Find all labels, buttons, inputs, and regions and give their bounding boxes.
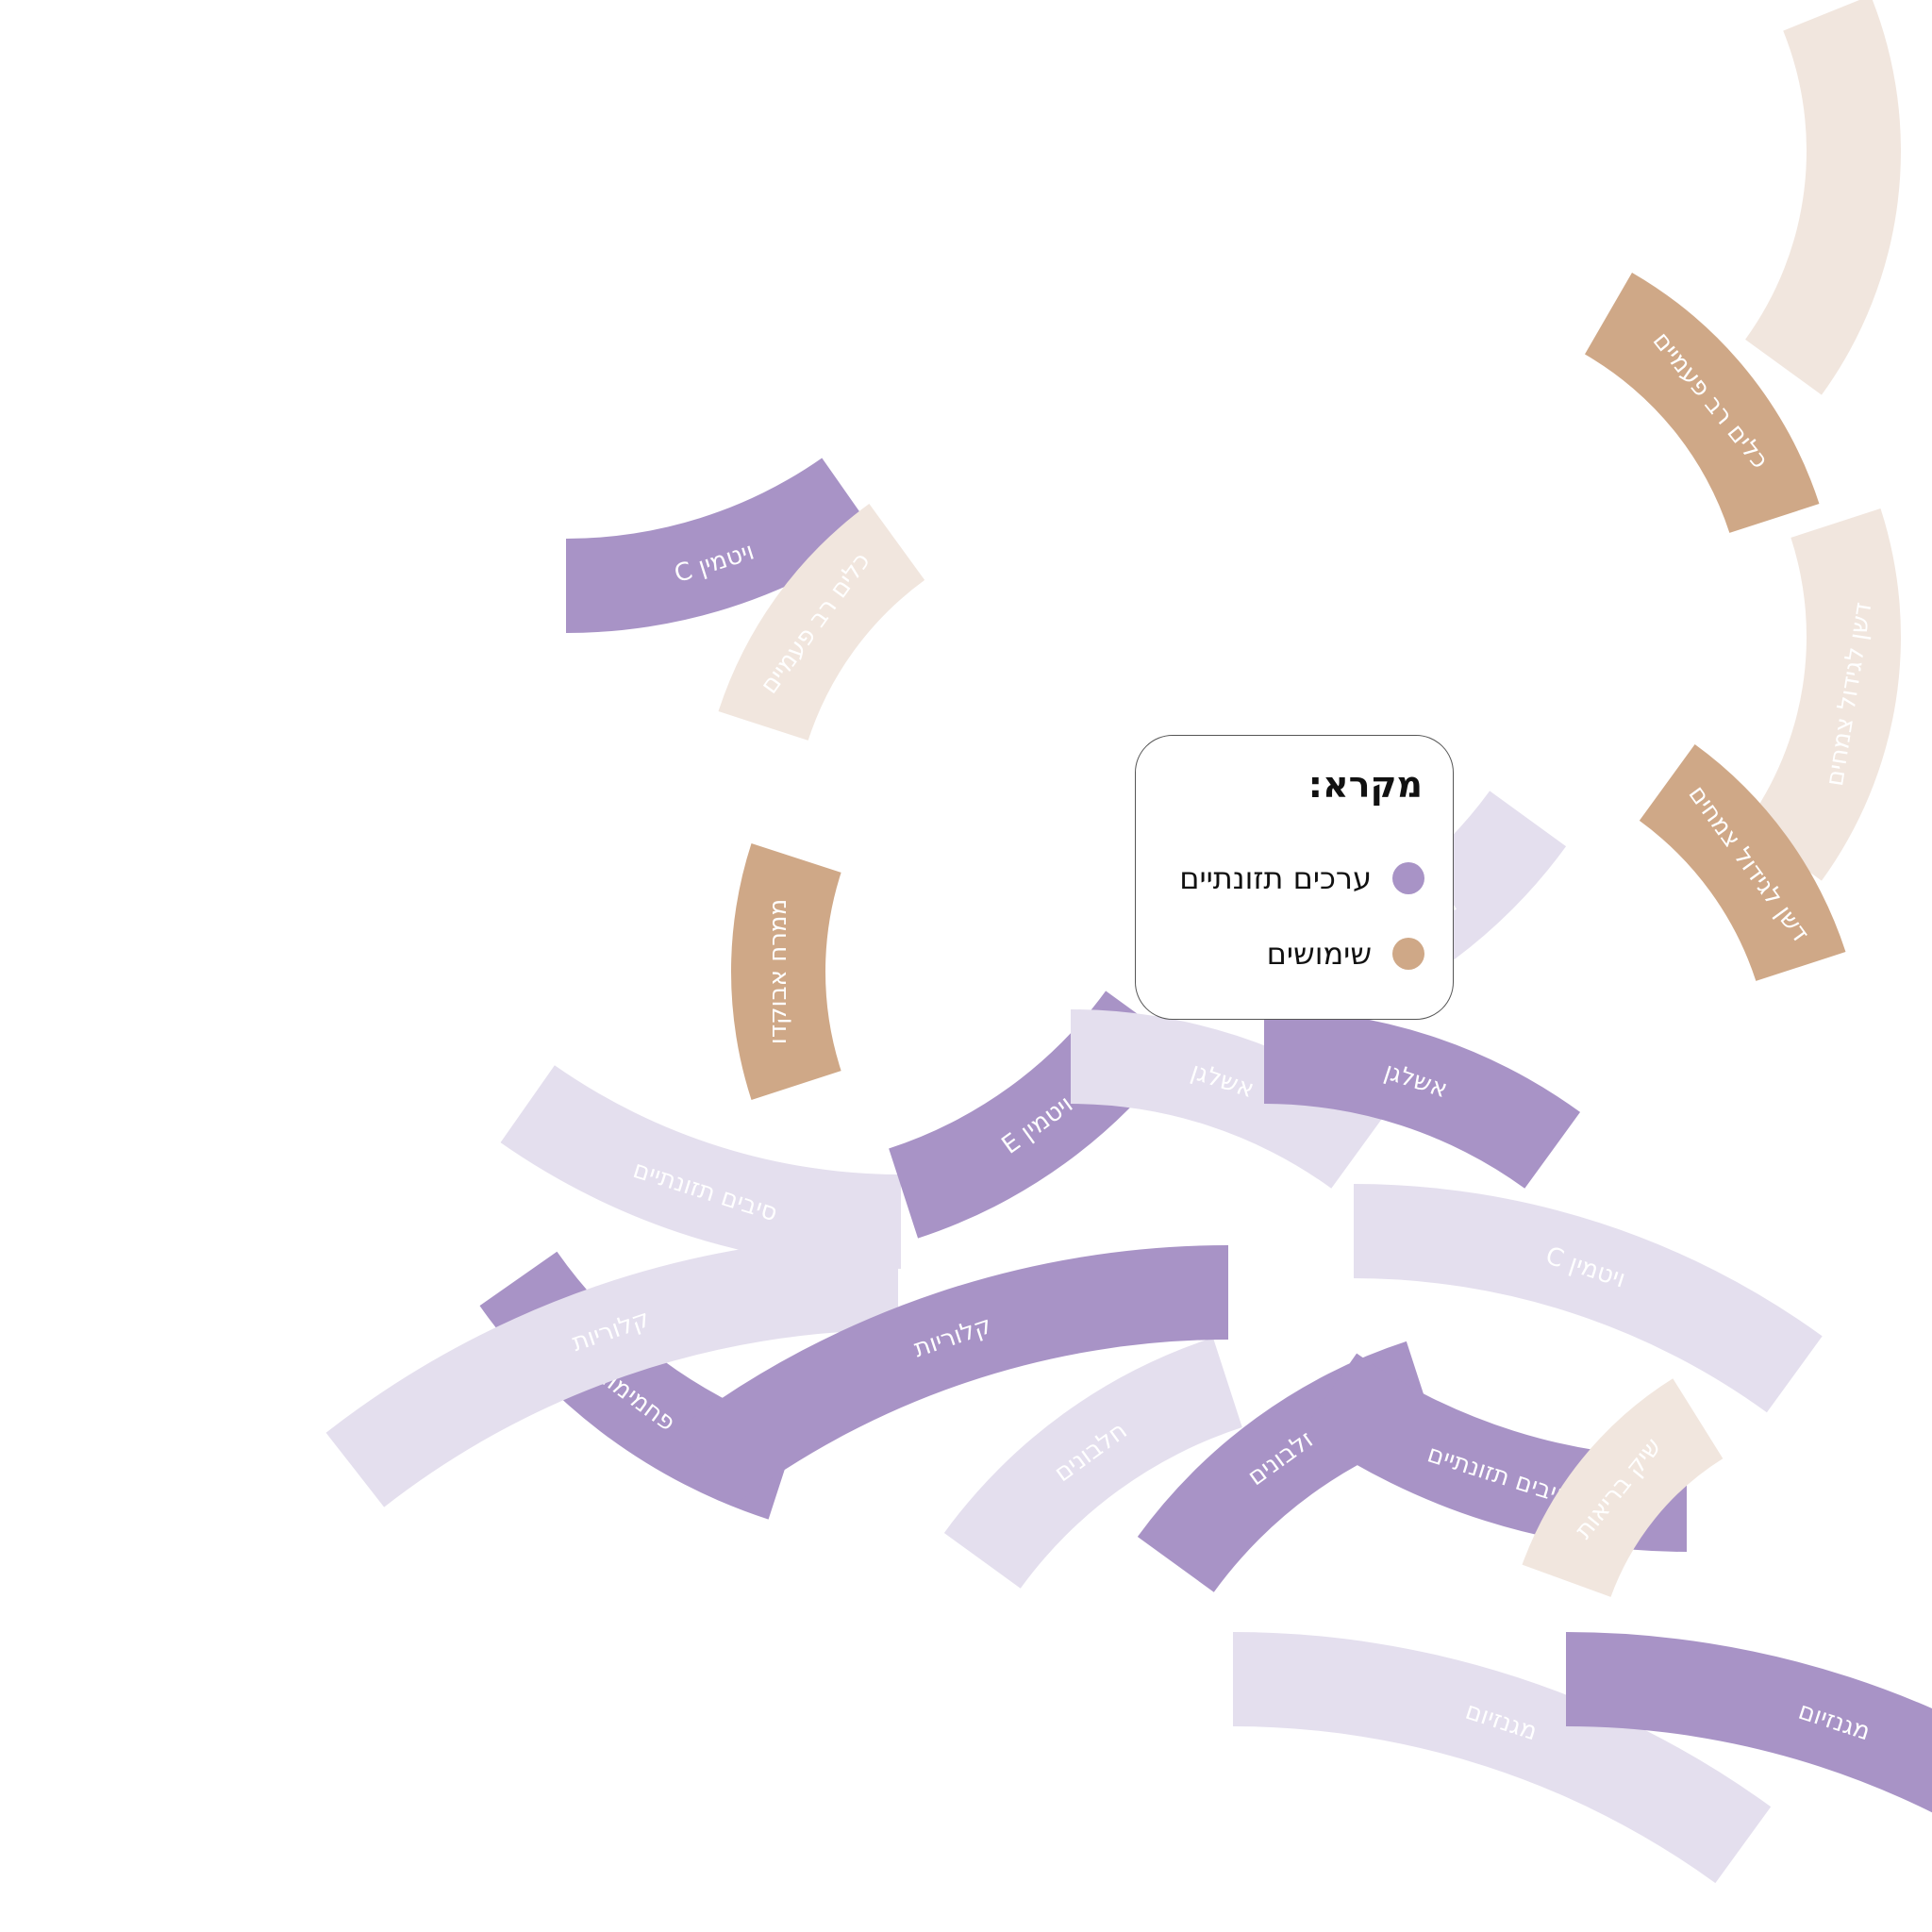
arc-segment-nutrition-dark: [1566, 1632, 1932, 1813]
legend-item-nutrition: ערכים תזונתיים: [1179, 860, 1424, 896]
legend-dot-nutrition-icon: [1392, 862, 1424, 894]
arc-segment-nutrition-light: [1071, 1009, 1388, 1189]
arc-segment-nutrition-dark: [566, 458, 876, 634]
legend-box: מקרא: ערכים תזונתיים שימושים: [1135, 735, 1454, 1020]
legend-dot-uses-icon: [1392, 938, 1424, 970]
arc-segment-uses-dark: [1585, 272, 1820, 533]
legend-item-uses: שימושים: [1267, 936, 1424, 972]
arc-segment-uses-light: [1745, 0, 1901, 395]
arc-segment-nutrition-light: [500, 1065, 901, 1269]
arc-segment-nutrition-light: [1233, 1632, 1772, 1884]
arc-segment-uses-dark: [1639, 744, 1846, 981]
legend-title: מקרא:: [1307, 764, 1423, 806]
legend-label-nutrition: ערכים תזונתיים: [1179, 860, 1372, 896]
arc-segment-nutrition-light: [325, 1236, 898, 1507]
arc-segment-nutrition-light: [943, 1337, 1242, 1589]
arc-segment-uses-dark: [730, 843, 841, 1100]
arc-segment-label: ממרח אבוקדו: [764, 899, 792, 1044]
legend-label-uses: שימושים: [1266, 936, 1372, 972]
arc-segment-uses-light: [1745, 508, 1902, 881]
arc-segment-uses-light: [1522, 1378, 1724, 1597]
arc-segment-nutrition-light: [1354, 1184, 1823, 1413]
arc-segment-nutrition-dark: [1264, 1009, 1581, 1189]
arc-segment-uses-light: [718, 504, 925, 741]
arc-segment-nutrition-dark: [677, 1245, 1228, 1506]
